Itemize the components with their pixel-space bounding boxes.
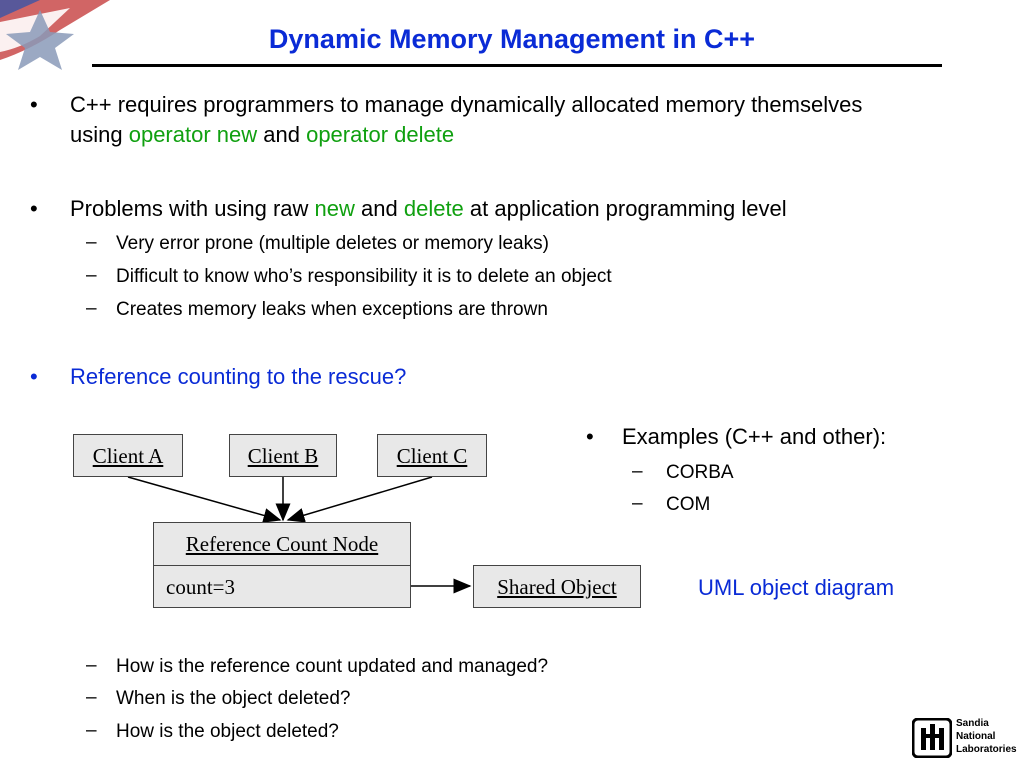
title-underline (92, 64, 942, 67)
client-c-box: Client C (377, 434, 487, 477)
arrow-client-a (127, 476, 282, 523)
thunderbird-icon (912, 718, 952, 758)
sub-dash: – (86, 720, 97, 741)
logo-line-3: Laboratories (956, 744, 1017, 755)
flag-star-logo (0, 0, 110, 70)
sub-item: Difficult to know who’s responsibility i… (116, 266, 612, 287)
ref-node-attr: count=3 (166, 575, 235, 599)
sub-dash: – (632, 493, 643, 514)
bullet-dot: • (30, 92, 38, 117)
bullet-memory-management: C++ requires programmers to manage dynam… (70, 90, 1010, 150)
ref-node-title-row: Reference Count Node (154, 523, 410, 566)
client-b-label: Client B (247, 444, 319, 468)
question-item: How is the object deleted? (116, 721, 339, 742)
logo-line-1: Sandia (956, 718, 989, 729)
sub-dash: – (86, 232, 97, 253)
bullet2-post: at application programming level (463, 196, 787, 221)
bullet-raw-new-delete: Problems with using raw new and delete a… (70, 194, 1010, 224)
sub-dash: – (86, 687, 97, 708)
logo-line-2: National (956, 731, 996, 742)
sandia-logo-text: Sandia National Laboratories (956, 717, 1017, 756)
sub-dash: – (86, 655, 97, 676)
keyword-operator-new: operator new (128, 122, 258, 147)
keyword-delete: delete (403, 196, 464, 221)
sub-dash: – (86, 298, 97, 319)
example-item: CORBA (666, 462, 734, 483)
keyword-new: new (314, 196, 355, 221)
bullet-dot: • (586, 424, 594, 449)
arrow-client-c (286, 476, 433, 523)
question-item: When is the object deleted? (116, 688, 351, 709)
client-a-box: Client A (73, 434, 183, 477)
client-c-label: Client C (396, 444, 468, 468)
sub-item: Very error prone (multiple deletes or me… (116, 233, 549, 254)
bullet1-line2-pre: using (70, 122, 129, 147)
bullet-dot: • (30, 364, 38, 389)
examples-heading: Examples (C++ and other): (622, 424, 887, 449)
bullet2-pre: Problems with using raw (70, 196, 315, 221)
shared-object-label: Shared Object (497, 575, 617, 599)
question-item: How is the reference count updated and m… (116, 656, 549, 677)
sub-dash: – (632, 461, 643, 482)
client-a-label: Client A (92, 444, 164, 468)
example-item: COM (666, 494, 711, 515)
bullet-dot: • (30, 196, 38, 221)
sub-item: Creates memory leaks when exceptions are… (116, 299, 548, 320)
bullet2-and: and (354, 196, 404, 221)
bullet1-line1: C++ requires programmers to manage dynam… (70, 92, 863, 117)
bullet-reference-counting: Reference counting to the rescue? (70, 364, 407, 389)
bullet1-and: and (257, 122, 307, 147)
sandia-logo: Sandia National Laboratories (912, 716, 1017, 760)
client-b-box: Client B (229, 434, 337, 477)
keyword-operator-delete: operator delete (306, 122, 455, 147)
sub-dash: – (86, 265, 97, 286)
ref-node-title: Reference Count Node (185, 532, 379, 556)
shared-object-box: Shared Object (473, 565, 641, 608)
slide-title: Dynamic Memory Management in C++ (268, 24, 756, 54)
uml-caption: UML object diagram (698, 575, 895, 600)
reference-count-node: Reference Count Node count=3 (153, 522, 411, 608)
